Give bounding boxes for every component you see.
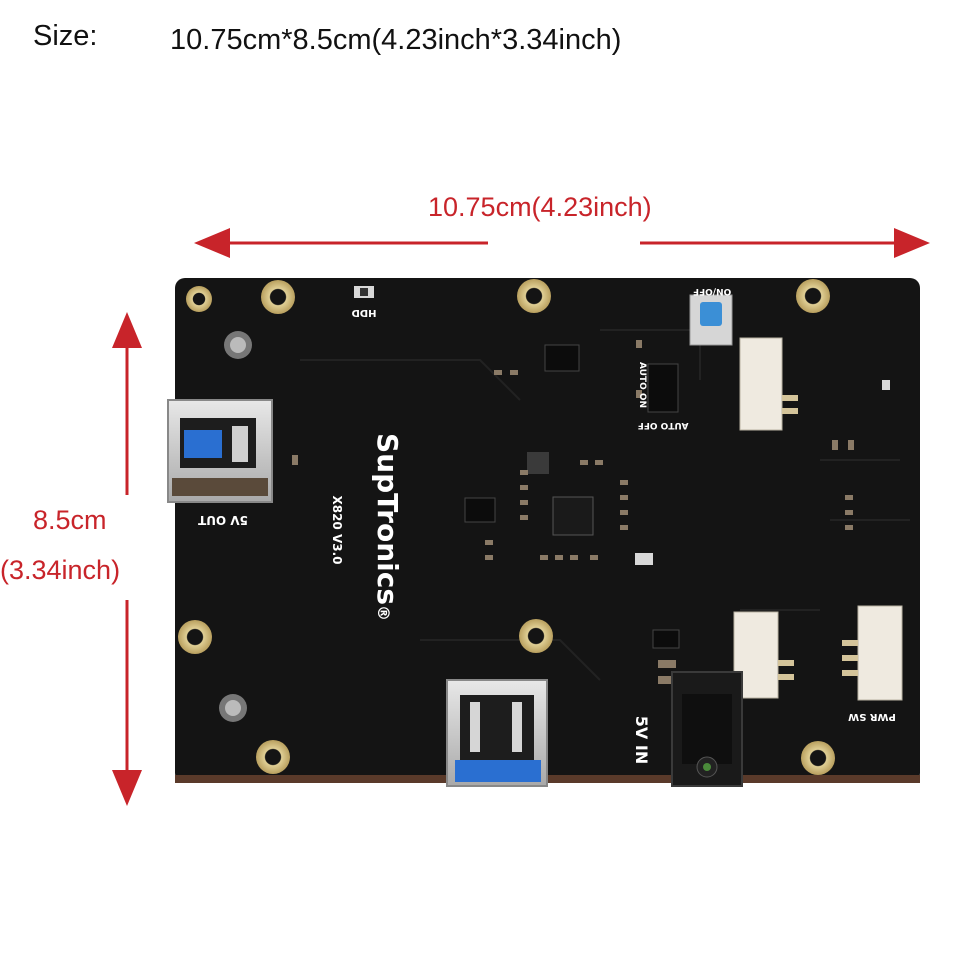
usb-port-bottom [446, 679, 548, 787]
usb-port-left [167, 399, 273, 503]
height-dimension-metric: 8.5cm [33, 505, 107, 535]
on-off-button [689, 294, 733, 346]
hdd-silkscreen: HDD [352, 307, 377, 318]
width-dimension-label: 10.75cm(4.23inch) [428, 192, 652, 222]
dc-power-jack [671, 671, 743, 787]
jst-connector-pwr-sw [842, 605, 903, 701]
auto-on-silkscreen: AUTO ON [637, 362, 647, 408]
usb-5v-out-silkscreen: 5V OUT [197, 513, 248, 527]
size-label: Size: [33, 20, 98, 52]
power-in-silkscreen: 5V IN [632, 716, 651, 764]
mounting-holes [178, 279, 835, 775]
jst-connector-top [739, 337, 798, 431]
jst-connector-bottom [733, 611, 794, 699]
height-dimension-imperial: (3.34inch) [0, 555, 121, 585]
pwr-sw-silkscreen: PWR SW [848, 711, 896, 722]
brand-silkscreen: SupTronics® [371, 433, 404, 621]
model-silkscreen: X820 V3.0 [330, 495, 344, 564]
size-value: 10.75cm*8.5cm(4.23inch*3.34inch) [170, 24, 622, 56]
auto-off-silkscreen: AUTO OFF [638, 420, 689, 430]
on-off-silkscreen: ON/OFF [693, 286, 731, 296]
hdd-led [354, 286, 374, 298]
components [292, 340, 890, 684]
